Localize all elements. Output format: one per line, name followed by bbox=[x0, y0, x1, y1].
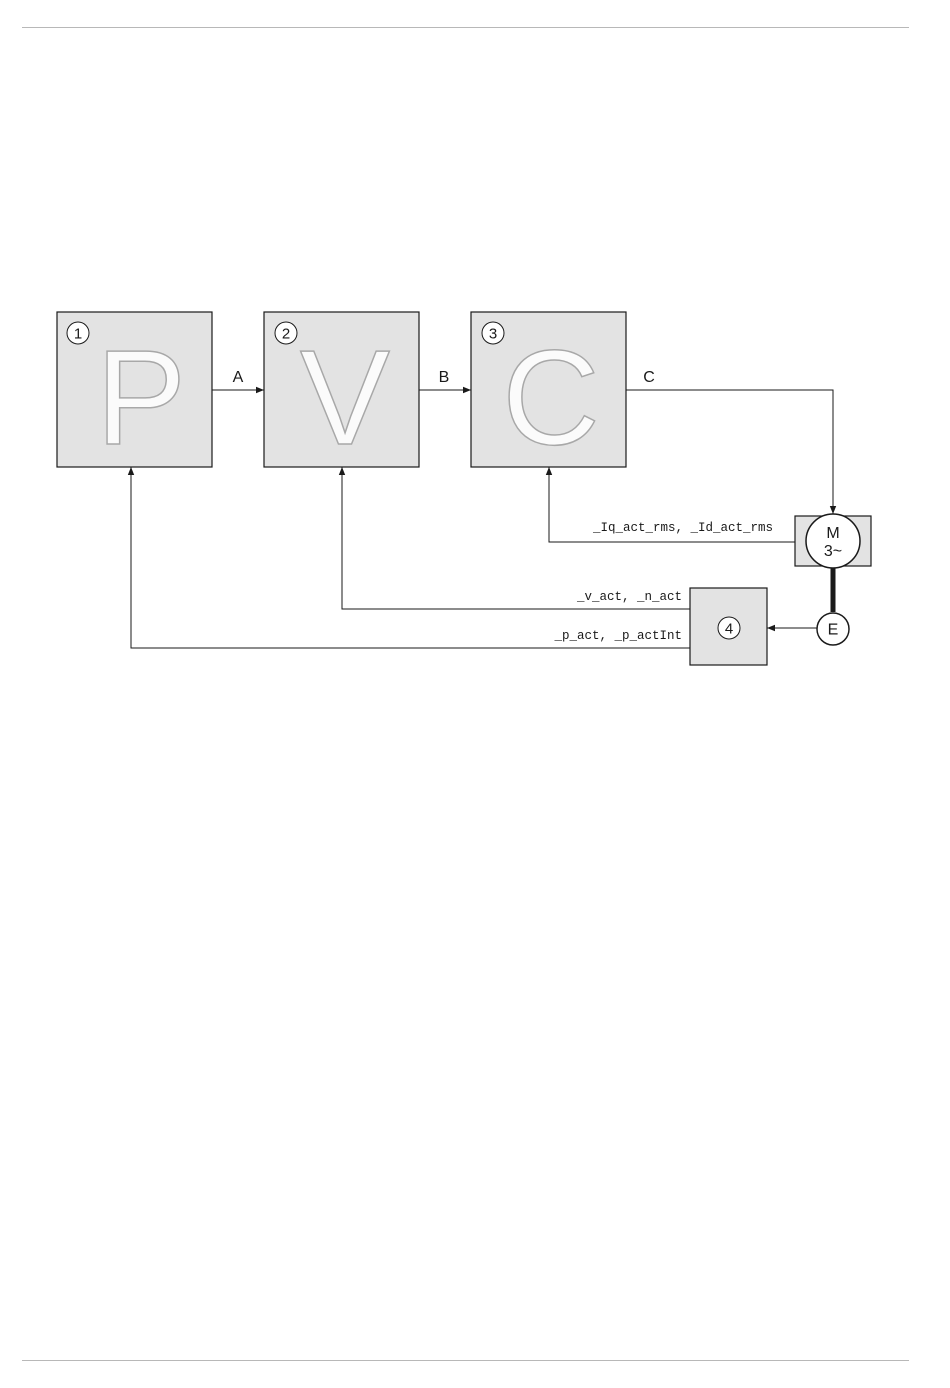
block-number: 1 bbox=[74, 326, 82, 343]
signal-a-label: A bbox=[233, 369, 244, 386]
motor-symbol: M 3~ bbox=[795, 514, 871, 568]
block-number: 3 bbox=[489, 326, 497, 343]
block-letter: C bbox=[502, 322, 600, 473]
block-number: 4 bbox=[725, 621, 733, 638]
signal-b-label: B bbox=[439, 369, 450, 386]
motor-label-line2: 3~ bbox=[824, 543, 842, 560]
position-feedback-label: _p_act, _p_actInt bbox=[553, 629, 682, 643]
motor-label-line1: M bbox=[826, 525, 839, 542]
block-letter: P bbox=[96, 322, 186, 473]
velocity-controller-block: 2 V bbox=[264, 312, 419, 473]
velocity-feedback-arrow bbox=[342, 467, 690, 609]
velocity-feedback-label: _v_act, _n_act bbox=[576, 590, 682, 604]
encoder-symbol: E bbox=[817, 613, 849, 645]
encoder-label: E bbox=[828, 622, 839, 639]
current-feedback-label: _Iq_act_rms, _Id_act_rms bbox=[592, 521, 773, 535]
position-controller-block: 1 P bbox=[57, 312, 212, 473]
current-controller-block: 3 C bbox=[471, 312, 626, 473]
block-letter: V bbox=[300, 322, 390, 473]
signal-c-arrow bbox=[626, 390, 833, 514]
feedback-block: 4 bbox=[690, 588, 767, 665]
position-feedback-arrow bbox=[131, 467, 690, 648]
block-number: 2 bbox=[282, 326, 290, 343]
signal-c-label: C bbox=[643, 369, 655, 386]
